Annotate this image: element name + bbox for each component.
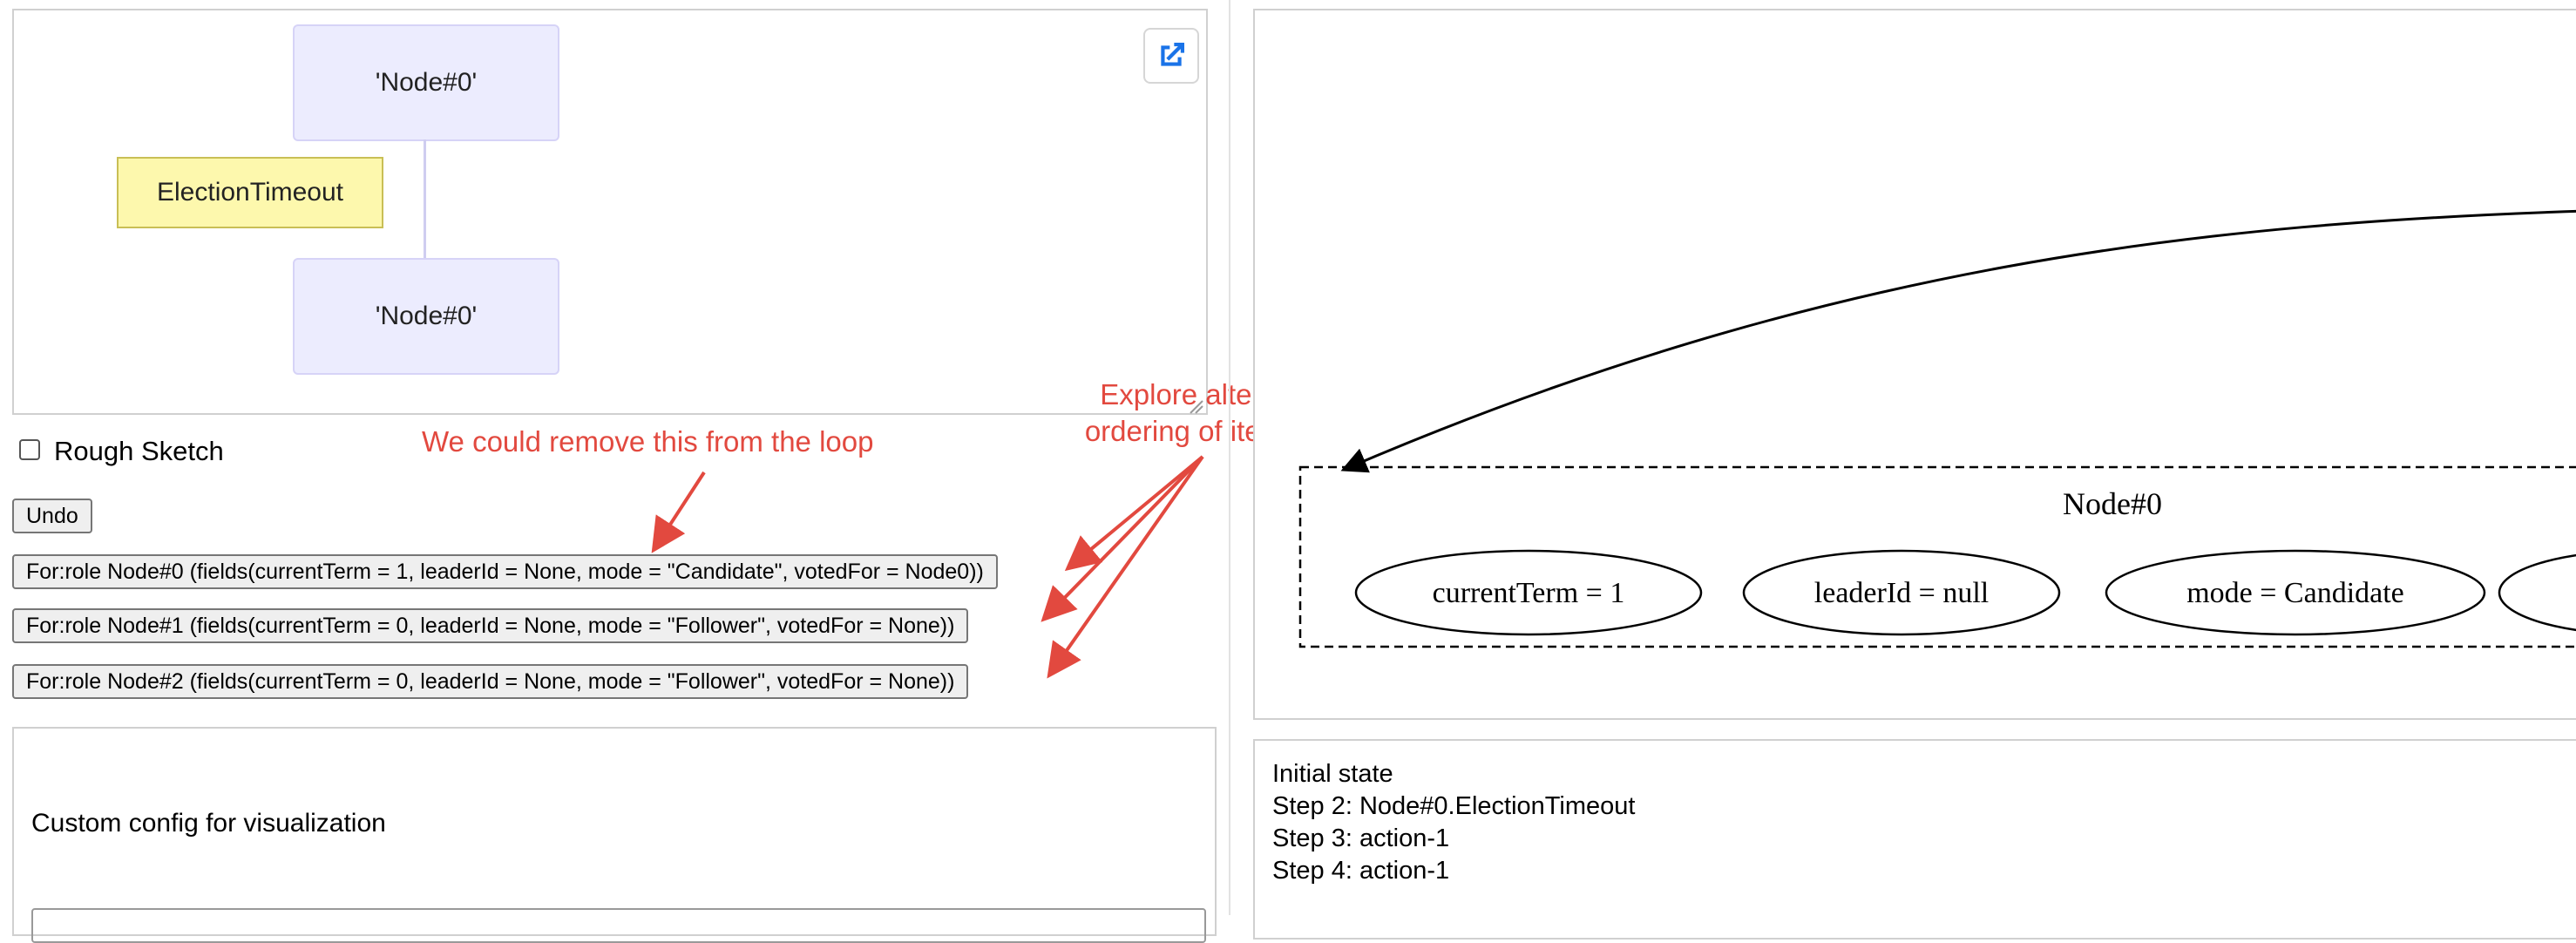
role-button-node0[interactable]: For:role Node#0 (fields(currentTerm = 1,… bbox=[12, 554, 998, 589]
trace-panel: Initial state Step 2: Node#0.ElectionTim… bbox=[1253, 739, 2576, 940]
trace-list: Initial state Step 2: Node#0.ElectionTim… bbox=[1272, 758, 1635, 887]
config-title: Custom config for visualization bbox=[31, 809, 386, 838]
field-voted-for-ellipse bbox=[2498, 553, 2576, 632]
trace-line-step3[interactable]: Step 3: action-1 bbox=[1272, 824, 1450, 852]
participant-node-bottom: 'Node#0' bbox=[293, 258, 559, 375]
field-current-term: currentTerm = 1 bbox=[1433, 577, 1625, 609]
role-button-node2[interactable]: For:role Node#2 (fields(currentTerm = 0,… bbox=[12, 664, 969, 699]
trace-line-step4[interactable]: Step 4: action-1 bbox=[1272, 857, 1450, 885]
state-graph-panel: Node#0 currentTerm = 1 leaderId = null m… bbox=[1253, 9, 2576, 720]
custom-config-panel: Custom config for visualization bbox=[12, 727, 1217, 943]
lifeline bbox=[424, 139, 426, 258]
rough-sketch-checkbox[interactable] bbox=[19, 439, 40, 460]
participant-node-top: 'Node#0' bbox=[293, 24, 559, 141]
state-graph-canvas: Node#0 currentTerm = 1 leaderId = null m… bbox=[1298, 209, 2576, 648]
field-current-term-ellipse bbox=[1354, 549, 1703, 636]
node0-cluster bbox=[1298, 465, 2576, 648]
arrow-to-node2 bbox=[1047, 455, 1204, 679]
arrow-to-node0 bbox=[1064, 455, 1204, 572]
arrow-remove-loop bbox=[651, 471, 706, 553]
field-mode-ellipse bbox=[2105, 549, 2486, 636]
transition-edge bbox=[1340, 209, 2576, 473]
resize-handle-icon[interactable] bbox=[1187, 397, 1204, 415]
annotation-remove-loop: We could remove this from the loop bbox=[422, 425, 874, 458]
field-leader-id: leaderId = null bbox=[1814, 577, 1989, 609]
field-mode: mode = Candidate bbox=[2186, 577, 2404, 609]
node0-cluster-label: Node#0 bbox=[2063, 486, 2162, 521]
external-link-icon bbox=[1161, 43, 1184, 66]
config-editor[interactable] bbox=[31, 908, 1206, 943]
role-button-node1[interactable]: For:role Node#1 (fields(currentTerm = 0,… bbox=[12, 608, 969, 643]
rough-sketch-label: Rough Sketch bbox=[54, 436, 224, 466]
open-external-button[interactable] bbox=[1143, 28, 1199, 84]
undo-button[interactable]: Undo bbox=[12, 499, 92, 533]
panel-divider[interactable] bbox=[1229, 0, 1230, 915]
sequence-diagram-panel: 'Node#0' ElectionTimeout 'Node#0' bbox=[12, 9, 1208, 415]
election-timeout-note: ElectionTimeout bbox=[117, 157, 383, 228]
annotation-arrows bbox=[651, 455, 1204, 679]
trace-line-initial[interactable]: Initial state bbox=[1272, 760, 1393, 788]
trace-line-step2[interactable]: Step 2: Node#0.ElectionTimeout bbox=[1272, 792, 1636, 820]
field-leader-id-ellipse bbox=[1742, 549, 2061, 636]
arrow-to-node1 bbox=[1041, 455, 1204, 622]
